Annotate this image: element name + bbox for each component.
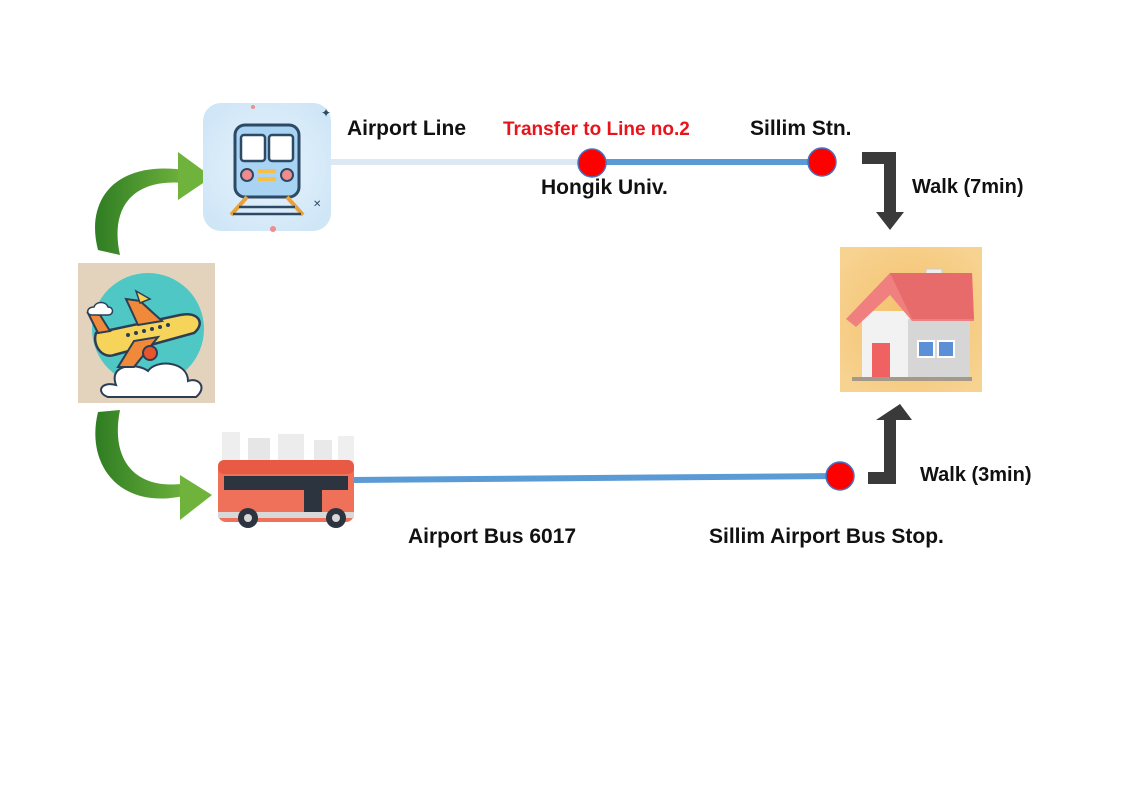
bus-icon bbox=[218, 432, 354, 528]
svg-text:✕: ✕ bbox=[313, 199, 321, 210]
airplane-icon bbox=[78, 263, 215, 403]
walk-arrow-down-icon bbox=[862, 152, 904, 230]
bus-route-segment bbox=[351, 473, 841, 483]
walk-top-label: Walk (7min) bbox=[912, 176, 1024, 198]
transfer-label: Transfer to Line no.2 bbox=[503, 119, 690, 140]
hongik-station-dot bbox=[577, 148, 607, 178]
airport-bus-label: Airport Bus 6017 bbox=[408, 525, 577, 548]
walk-bottom-label: Walk (3min) bbox=[920, 464, 1032, 486]
sillim-stn-label: Sillim Stn. bbox=[750, 117, 852, 140]
hongik-label: Hongik Univ. bbox=[541, 176, 668, 199]
green-arrow-up-icon bbox=[95, 152, 212, 255]
house-icon bbox=[840, 247, 982, 392]
bus-stop-dot bbox=[825, 461, 855, 491]
green-arrow-down-icon bbox=[95, 410, 212, 520]
svg-text:✦: ✦ bbox=[321, 106, 331, 120]
sillim-station-dot bbox=[807, 147, 837, 177]
airport-line-label: Airport Line bbox=[347, 117, 466, 140]
bus-stop-label: Sillim Airport Bus Stop. bbox=[709, 525, 944, 548]
train-icon: ✦ ✕ bbox=[203, 103, 331, 232]
walk-arrow-up-icon bbox=[868, 404, 912, 484]
